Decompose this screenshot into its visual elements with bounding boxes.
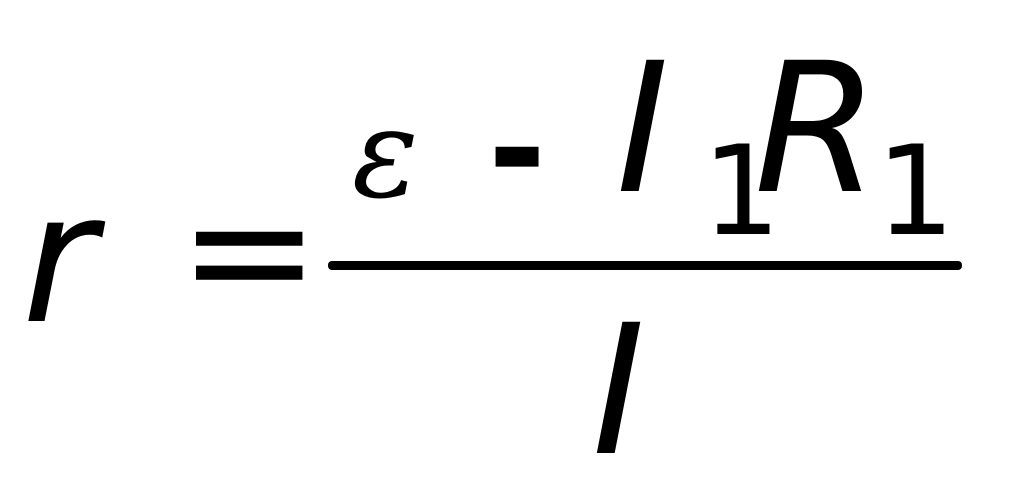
- resistance-variable: R: [754, 25, 880, 234]
- fraction-bar: [328, 261, 962, 270]
- current-subscript: 1: [702, 120, 781, 264]
- resistance-subscript: 1: [876, 120, 955, 264]
- equals-sign: =: [178, 152, 321, 350]
- denominator-current: I: [592, 287, 646, 496]
- lhs-variable-r: r: [22, 155, 97, 364]
- emf-symbol: ε: [352, 82, 419, 226]
- current-variable: I: [616, 25, 670, 234]
- minus-operator: -: [488, 68, 547, 231]
